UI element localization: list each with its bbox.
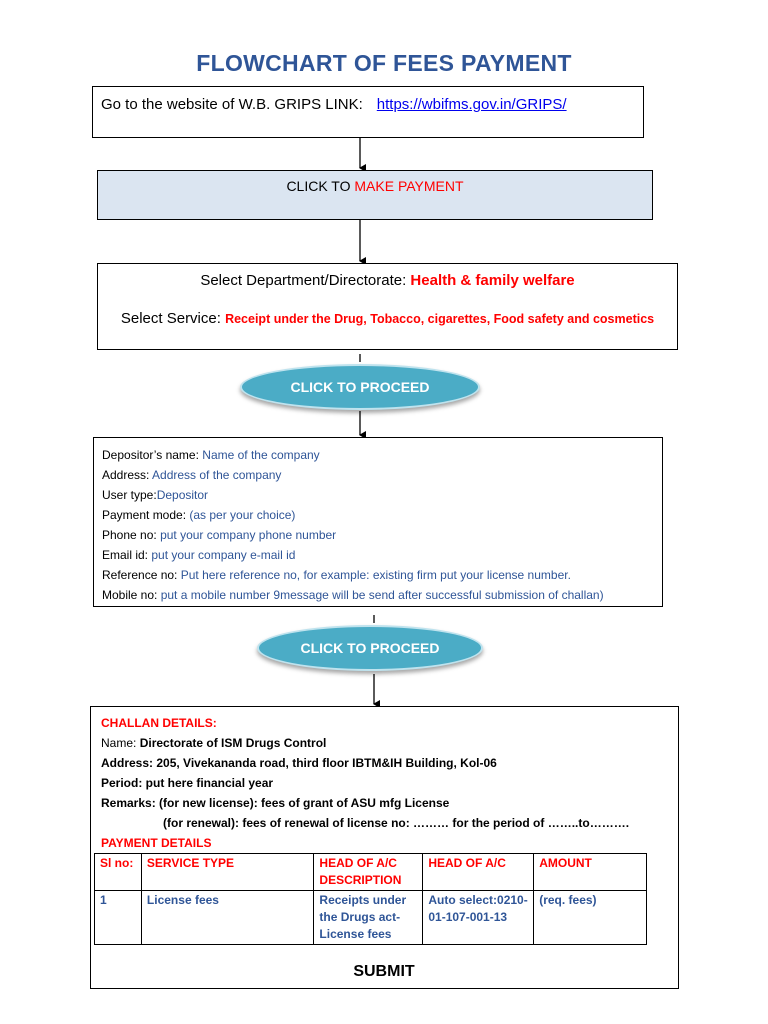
depositor-label: Reference no:: [102, 568, 181, 582]
depositor-value: put your company e-mail id: [151, 548, 296, 562]
depositor-label: Address:: [102, 468, 153, 482]
header-sl-no: Sl no:: [94, 853, 142, 891]
header-head-of-ac: HEAD OF A/C: [422, 853, 535, 891]
challan-remarks-renewal: (for renewal): fees of renewal of licens…: [163, 816, 630, 830]
depositor-label: Payment mode:: [102, 508, 190, 522]
department-label: Select Department/Directorate:: [200, 272, 411, 289]
service-label: Select Service:: [120, 310, 226, 327]
header-amount: AMOUNT: [533, 853, 647, 891]
cell-service-type: License fees: [140, 890, 315, 945]
step-website-text: Go to the website of W.B. GRIPS LINK:: [101, 96, 363, 113]
cell-head-of-ac: Auto select:0210-01-107-001-13: [422, 890, 535, 945]
depositor-value: (as per your choice): [189, 508, 296, 522]
depositor-label: Mobile no:: [102, 588, 161, 602]
depositor-row: Email id: put your company e-mail id: [102, 545, 662, 565]
proceed-oval-1: CLICK TO PROCEED: [240, 364, 480, 410]
table-header-row: Sl no: SERVICE TYPE HEAD OF A/C DESCRIPT…: [94, 853, 647, 891]
payment-details-heading: PAYMENT DETAILS: [101, 836, 212, 850]
challan-remarks-new: Remarks: (for new license): fees of gran…: [101, 796, 450, 810]
depositor-row: Depositor’s name: Name of the company: [102, 445, 662, 465]
page-title: FLOWCHART OF FEES PAYMENT: [196, 50, 572, 76]
challan-heading: CHALLAN DETAILS:: [101, 716, 217, 730]
depositor-value: Put here reference no, for example: exis…: [180, 568, 571, 582]
challan-address: Address: 205, Vivekananda road, third fl…: [101, 756, 497, 770]
depositor-row: Address: Address of the company: [102, 465, 662, 485]
challan-name-row: Name: Directorate of ISM Drugs Control: [101, 733, 678, 753]
proceed-oval-2: CLICK TO PROCEED: [257, 625, 483, 671]
depositor-row: User type:Depositor: [102, 485, 662, 505]
payment-table: Sl no: SERVICE TYPE HEAD OF A/C DESCRIPT…: [94, 853, 647, 945]
submit-label: SUBMIT: [353, 963, 415, 980]
depositor-value: Name of the company: [202, 448, 320, 462]
step-website: Go to the website of W.B. GRIPS LINK: htt…: [92, 86, 644, 138]
depositor-label: Email id:: [102, 548, 152, 562]
department-value: Health & family welfare: [410, 272, 575, 289]
depositor-row: Payment mode: (as per your choice): [102, 505, 662, 525]
depositor-row: Mobile no: put a mobile number 9message …: [102, 585, 662, 605]
cell-head-description: Receipts under the Drugs act-License fee…: [313, 890, 424, 945]
header-service-type: SERVICE TYPE: [140, 853, 315, 891]
depositor-label: Depositor’s name:: [102, 448, 203, 462]
cell-amount: (req. fees): [533, 890, 647, 945]
depositor-label: User type:: [102, 488, 157, 502]
table-row: 1 License fees Receipts under the Drugs …: [94, 890, 647, 945]
depositor-row: Phone no: put your company phone number: [102, 525, 662, 545]
grips-link[interactable]: https://wbifms.gov.in/GRIPS/: [376, 96, 567, 113]
challan-name-label: Name:: [101, 736, 140, 750]
service-line: Select Service: Receipt under the Drug, …: [98, 310, 677, 327]
challan-name-value: Directorate of ISM Drugs Control: [139, 736, 327, 750]
step-select-service: Select Department/Directorate: Health & …: [97, 263, 678, 350]
make-payment-prefix: CLICK TO: [286, 178, 355, 194]
make-payment-action: MAKE PAYMENT: [354, 178, 464, 194]
depositor-row: Reference no: Put here reference no, for…: [102, 565, 662, 585]
depositor-value: Depositor: [156, 488, 209, 502]
challan-period: Period: put here financial year: [101, 776, 274, 790]
depositor-details: Depositor’s name: Name of the company Ad…: [93, 437, 663, 607]
depositor-value: put your company phone number: [160, 528, 337, 542]
department-line: Select Department/Directorate: Health & …: [98, 272, 677, 289]
depositor-value: put a mobile number 9message will be sen…: [160, 588, 604, 602]
step-make-payment: CLICK TO MAKE PAYMENT: [97, 170, 653, 220]
cell-sl-no: 1: [94, 890, 142, 945]
header-head-description: HEAD OF A/C DESCRIPTION: [313, 853, 424, 891]
depositor-value: Address of the company: [152, 468, 282, 482]
service-value: Receipt under the Drug, Tobacco, cigaret…: [225, 312, 655, 326]
depositor-label: Phone no:: [102, 528, 161, 542]
challan-details: CHALLAN DETAILS: Name: Directorate of IS…: [90, 706, 679, 989]
